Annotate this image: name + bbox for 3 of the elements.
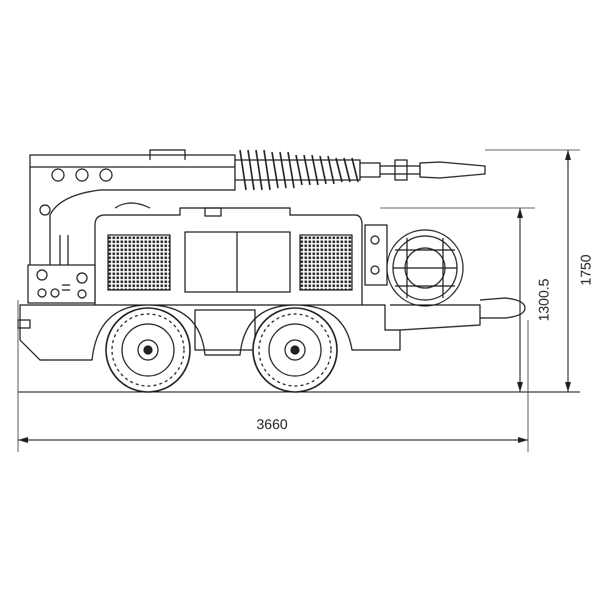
dimension-label: 3660 [256, 416, 288, 432]
dimension-label: 1750 [577, 254, 594, 286]
dimension-label: 1300.5 [534, 278, 551, 322]
